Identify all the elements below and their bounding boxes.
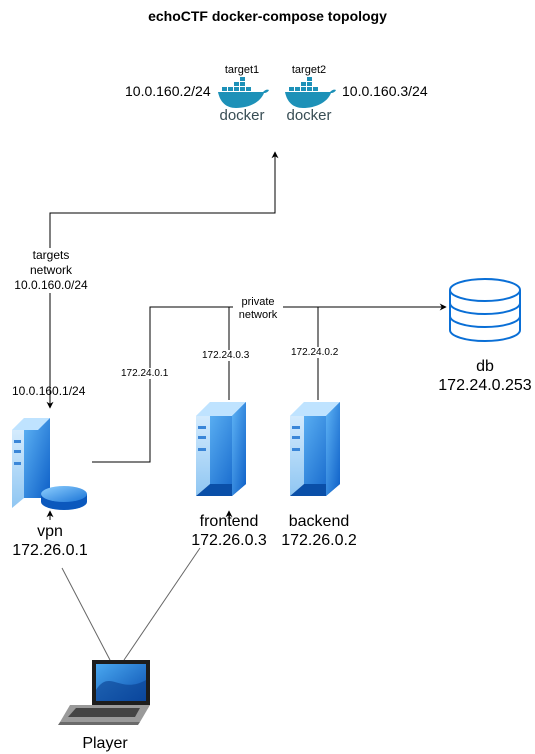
backend-name: backend — [288, 513, 350, 530]
vpn-server-icon — [12, 418, 87, 510]
db-ip: 172.24.0.253 — [438, 377, 532, 394]
private-network-line2: network — [238, 309, 278, 321]
docker-wordmark: docker — [286, 107, 331, 124]
backend-ip: 172.26.0.2 — [281, 532, 357, 549]
backend-server-icon — [290, 402, 340, 496]
frontend-ip: 172.26.0.3 — [191, 532, 267, 549]
backend-label: backend 172.26.0.2 — [264, 512, 374, 550]
db-label: db 172.24.0.253 — [430, 357, 535, 395]
database-icon — [449, 278, 521, 342]
player-vpn-link — [61, 567, 111, 661]
docker-logo-target2: docker — [285, 77, 336, 124]
targets-network-line3: 10.0.160.0/24 — [14, 278, 88, 292]
db-name: db — [476, 358, 494, 375]
vpn-private-ip: 172.24.0.1 — [121, 368, 169, 379]
target2-ip: 10.0.160.3/24 — [342, 83, 428, 99]
private-network-label: private network — [233, 296, 283, 322]
vpn-name: vpn — [37, 523, 63, 540]
player-label: Player — [82, 735, 128, 752]
vpn-label: vpn 172.26.0.1 — [0, 522, 100, 560]
docker-logo-target1: docker — [218, 77, 269, 124]
docker-wordmark: docker — [219, 107, 264, 124]
vpn-ip: 172.26.0.1 — [12, 542, 88, 559]
frontend-private-ip: 172.24.0.3 — [202, 350, 250, 361]
laptop-icon — [58, 660, 150, 725]
frontend-server-icon — [196, 402, 246, 496]
frontend-label: frontend 172.26.0.3 — [174, 512, 284, 550]
targets-network-line1: targets — [32, 248, 70, 262]
backend-private-ip: 172.24.0.2 — [291, 347, 339, 358]
player-frontend-link — [123, 547, 201, 661]
target2-label: target2 — [291, 64, 327, 76]
target1-label: target1 — [224, 64, 260, 76]
target1-ip: 10.0.160.2/24 — [125, 83, 211, 99]
diagram-title: echoCTF docker-compose topology — [148, 8, 387, 24]
targets-network-label: targets network 10.0.160.0/24 — [5, 248, 97, 293]
targets-network-link — [46, 151, 279, 409]
vpn-targets-ip: 10.0.160.1/24 — [12, 384, 86, 398]
frontend-name: frontend — [199, 513, 259, 530]
targets-network-line2: network — [29, 263, 73, 277]
private-network-link — [92, 303, 447, 463]
private-network-line1: private — [241, 296, 275, 308]
